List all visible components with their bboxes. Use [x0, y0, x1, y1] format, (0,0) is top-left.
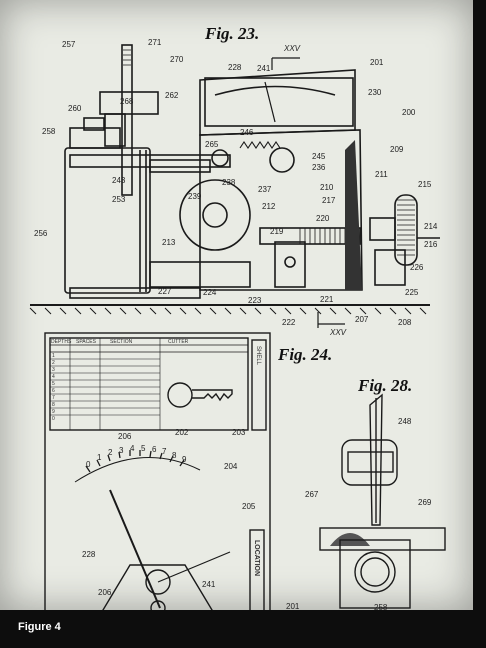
table-row-number: 5 [52, 381, 55, 387]
dial-number: 8 [172, 451, 177, 460]
ref-label: 268 [120, 97, 134, 106]
ref-label: 241 [202, 580, 216, 589]
dial-number: 9 [182, 455, 187, 464]
dial-number: 5 [141, 444, 146, 453]
table-header: DEPTHS [51, 339, 72, 345]
ref-label: 248 [398, 417, 412, 426]
ref-label: 201 [370, 58, 384, 67]
table-row-number: 7 [52, 395, 55, 401]
ref-label: 203 [232, 428, 246, 437]
table-row-number: 6 [52, 388, 55, 394]
ref-label: 256 [34, 229, 48, 238]
ref-label: 200 [402, 108, 416, 117]
ref-label: 205 [242, 502, 256, 511]
table-row-number: 8 [52, 402, 55, 408]
ref-label: 269 [418, 498, 432, 507]
ref-label: 270 [170, 55, 184, 64]
ref-label: 230 [368, 88, 382, 97]
ref-label: 202 [175, 428, 189, 437]
ref-label: 267 [305, 490, 319, 499]
section-mark-top: XXV [284, 44, 301, 53]
side-tab-label: SHELL [255, 346, 261, 366]
ref-label: 206 [98, 588, 112, 597]
ref-label: 225 [405, 288, 419, 297]
dial-number: 1 [97, 453, 102, 462]
ref-label: 214 [424, 222, 438, 231]
ref-label: 208 [398, 318, 412, 327]
ref-label: 224 [203, 288, 217, 297]
ref-label: 258 [42, 127, 56, 136]
ref-label: 260 [68, 104, 82, 113]
ref-label: 239 [188, 192, 202, 201]
ref-label: 226 [410, 263, 424, 272]
ref-label: 257 [62, 40, 76, 49]
ref-label: 219 [270, 227, 284, 236]
table-header: SECTION [110, 339, 133, 345]
ref-label: 262 [165, 91, 179, 100]
ref-label: 258 [374, 603, 388, 612]
ref-label: 221 [320, 295, 334, 304]
table-row-number: 9 [52, 409, 55, 415]
ref-label: 215 [418, 180, 432, 189]
dial-number: 0 [86, 460, 91, 469]
ref-label: 223 [248, 296, 262, 305]
ref-label: 271 [148, 38, 162, 47]
ref-label: 237 [258, 185, 272, 194]
ref-label: 222 [282, 318, 296, 327]
location-label: LOCATION [253, 540, 260, 577]
ref-label: 243 [112, 176, 126, 185]
fig23-machine [29, 44, 440, 328]
fig24-gauge-card [44, 332, 271, 610]
ref-label: 201 [286, 602, 300, 611]
table-row-number: 0 [52, 416, 55, 422]
ref-label: 238 [222, 178, 236, 187]
ref-label: 227 [158, 287, 172, 296]
ref-label: 204 [224, 462, 238, 471]
ref-label: 228 [228, 63, 242, 72]
table-header: CUTTER [168, 339, 189, 345]
ref-label: 206 [118, 432, 132, 441]
table-row-number: 3 [52, 367, 55, 373]
ref-label: 246 [240, 128, 254, 137]
ref-label: 210 [320, 183, 334, 192]
ref-label: 216 [424, 240, 438, 249]
fig23-title: Fig. 23. [205, 24, 260, 43]
ref-label: 228 [82, 550, 96, 559]
patent-drawing [29, 44, 446, 610]
ref-label: 211 [375, 170, 388, 179]
ref-label: 213 [162, 238, 176, 247]
dial-number: 3 [119, 446, 124, 455]
fig28-cutter-detail [319, 393, 446, 609]
ref-label: 241 [257, 64, 271, 73]
figure-caption: Figure 4 [18, 621, 61, 633]
section-mark-bottom: XXV [330, 328, 347, 337]
ref-label: 209 [390, 145, 404, 154]
ref-label: 212 [262, 202, 276, 211]
dial-number: 7 [162, 447, 167, 456]
ref-label: 253 [112, 195, 126, 204]
ref-label: 265 [205, 140, 219, 149]
fig28-title: Fig. 28. [358, 376, 413, 395]
ref-label: 245 [312, 152, 326, 161]
patent-sheet: Fig. 23. Fig. 24. Fig. 28. XXV XXV 257 2… [0, 0, 473, 612]
ref-label: 217 [322, 196, 336, 205]
table-header: SPACES [76, 339, 96, 345]
table-row-number: 4 [52, 374, 55, 380]
dial-number: 4 [130, 444, 135, 453]
table-row-number: 2 [52, 360, 55, 366]
ref-label: 220 [316, 214, 330, 223]
fig24-title: Fig. 24. [278, 345, 333, 364]
ref-label: 207 [355, 315, 369, 324]
dial-number: 2 [108, 448, 113, 457]
table-row-number: 1 [52, 353, 55, 359]
ref-label: 236 [312, 163, 326, 172]
dial-number: 6 [152, 445, 157, 454]
